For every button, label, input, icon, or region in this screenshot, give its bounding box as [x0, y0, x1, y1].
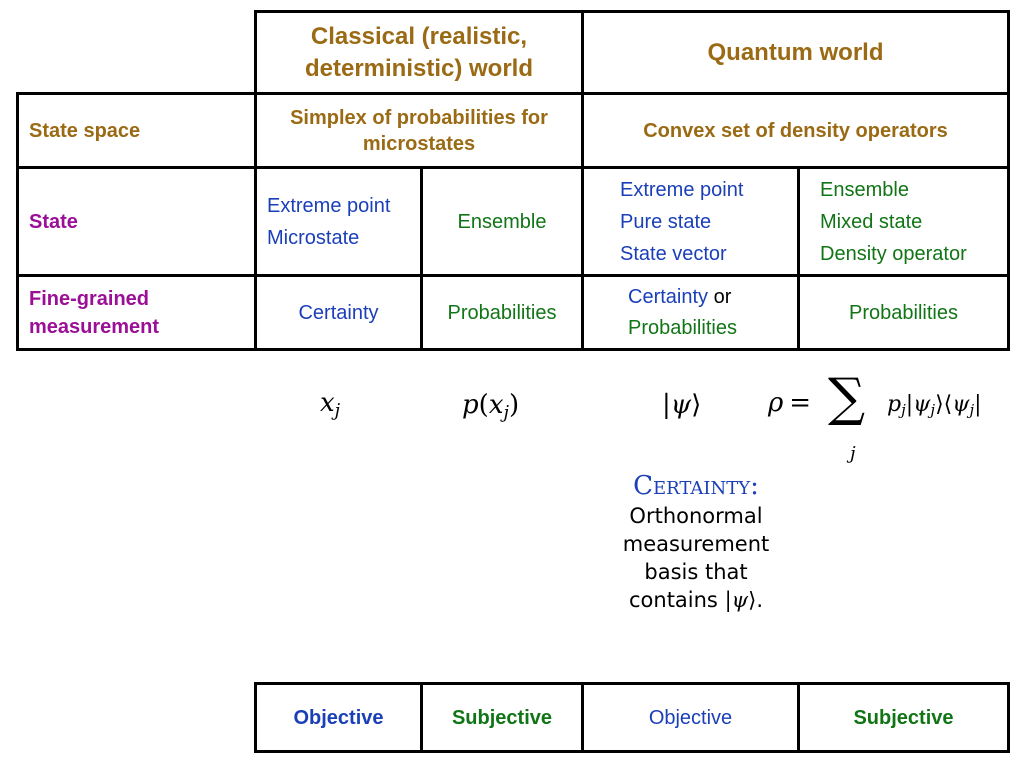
probabilities-text: Probabilities — [628, 316, 737, 339]
state-classical-extreme: Extreme point Microstate — [257, 169, 420, 274]
table-border — [254, 682, 1010, 685]
table-border — [16, 92, 1010, 95]
header-classical: Classical (realistic, deterministic) wor… — [304, 23, 534, 82]
state-space-classical: Simplex of probabilities for microstates — [290, 106, 548, 155]
certainty-note: Certainty: Orthonormal measurement basis… — [600, 470, 792, 614]
table-border — [16, 166, 1010, 169]
table-border — [420, 166, 423, 351]
formula-probability: p(xj) — [462, 390, 520, 423]
certainty-note-line: measurement — [622, 532, 770, 556]
table-border — [254, 10, 1010, 13]
certainty-note-line: Orthonormal — [629, 504, 763, 528]
state-quantum-ensemble: Ensemble Mixed state Density operator — [800, 169, 1007, 274]
state-text-line: Extreme point — [267, 194, 391, 217]
state-text-line: Mixed state — [820, 210, 923, 233]
state-text-line: Extreme point — [620, 178, 744, 201]
measurement-quantum-ensemble: Probabilities — [849, 301, 958, 324]
row-label-measurement: Fine-grained measurement — [19, 277, 254, 348]
state-quantum-extreme: Extreme point Pure state State vector — [584, 169, 797, 274]
header-quantum: Quantum world — [707, 38, 884, 66]
table-border — [16, 274, 1010, 277]
table-border — [797, 682, 800, 753]
state-text-line: Density operator — [820, 242, 967, 265]
measurement-label-line: Fine-grained — [29, 287, 150, 310]
table-border — [420, 682, 423, 753]
bottom-objective-classical: Objective — [293, 706, 384, 729]
bottom-objective-quantum: Objective — [648, 706, 733, 729]
ket-psi-inline: |ψ⟩ — [724, 588, 757, 612]
table-border — [1007, 10, 1010, 351]
state-space-quantum: Convex set of density operators — [643, 119, 948, 142]
sum-symbol: ∑ — [828, 368, 866, 428]
measurement-quantum-extreme: Certainty or Probabilities — [584, 277, 797, 348]
table-border — [581, 10, 584, 351]
table-border — [1007, 682, 1010, 753]
or-text: or — [713, 285, 732, 308]
state-classical-ensemble: Ensemble — [457, 210, 547, 233]
table-border — [797, 166, 800, 351]
table-border — [254, 682, 257, 753]
row-label-state-space: State space — [29, 119, 141, 142]
measurement-classical-ensemble: Probabilities — [447, 301, 557, 324]
formula-ensemble-sum: pj|ψj⟩⟨ψj| — [887, 392, 982, 420]
measurement-classical-extreme: Certainty — [298, 301, 379, 324]
certainty-note-title: Certainty: — [633, 471, 759, 501]
state-text-line: Ensemble — [820, 178, 909, 201]
table-border — [16, 348, 1010, 351]
certainty-note-line: contains |ψ⟩. — [628, 588, 764, 612]
row-label-state: State — [29, 210, 78, 233]
formula-microstate: xj — [320, 388, 341, 421]
sum-index: j — [850, 443, 856, 464]
measurement-label-line: measurement — [29, 315, 160, 338]
certainty-text: Certainty — [628, 285, 709, 308]
table-border — [254, 10, 257, 351]
bottom-subjective-quantum: Subjective — [853, 706, 954, 729]
state-text-line: Microstate — [267, 226, 360, 249]
table-border — [254, 750, 1010, 753]
bottom-subjective-classical: Subjective — [451, 706, 553, 729]
formula-ket: |ψ⟩ — [662, 390, 702, 420]
table-border — [16, 92, 19, 351]
table-border — [581, 682, 584, 753]
state-text-line: Pure state — [620, 210, 712, 233]
certainty-note-line: basis that — [644, 560, 748, 584]
formula-density-operator: ρ= — [768, 388, 812, 418]
state-text-line: State vector — [620, 242, 727, 265]
